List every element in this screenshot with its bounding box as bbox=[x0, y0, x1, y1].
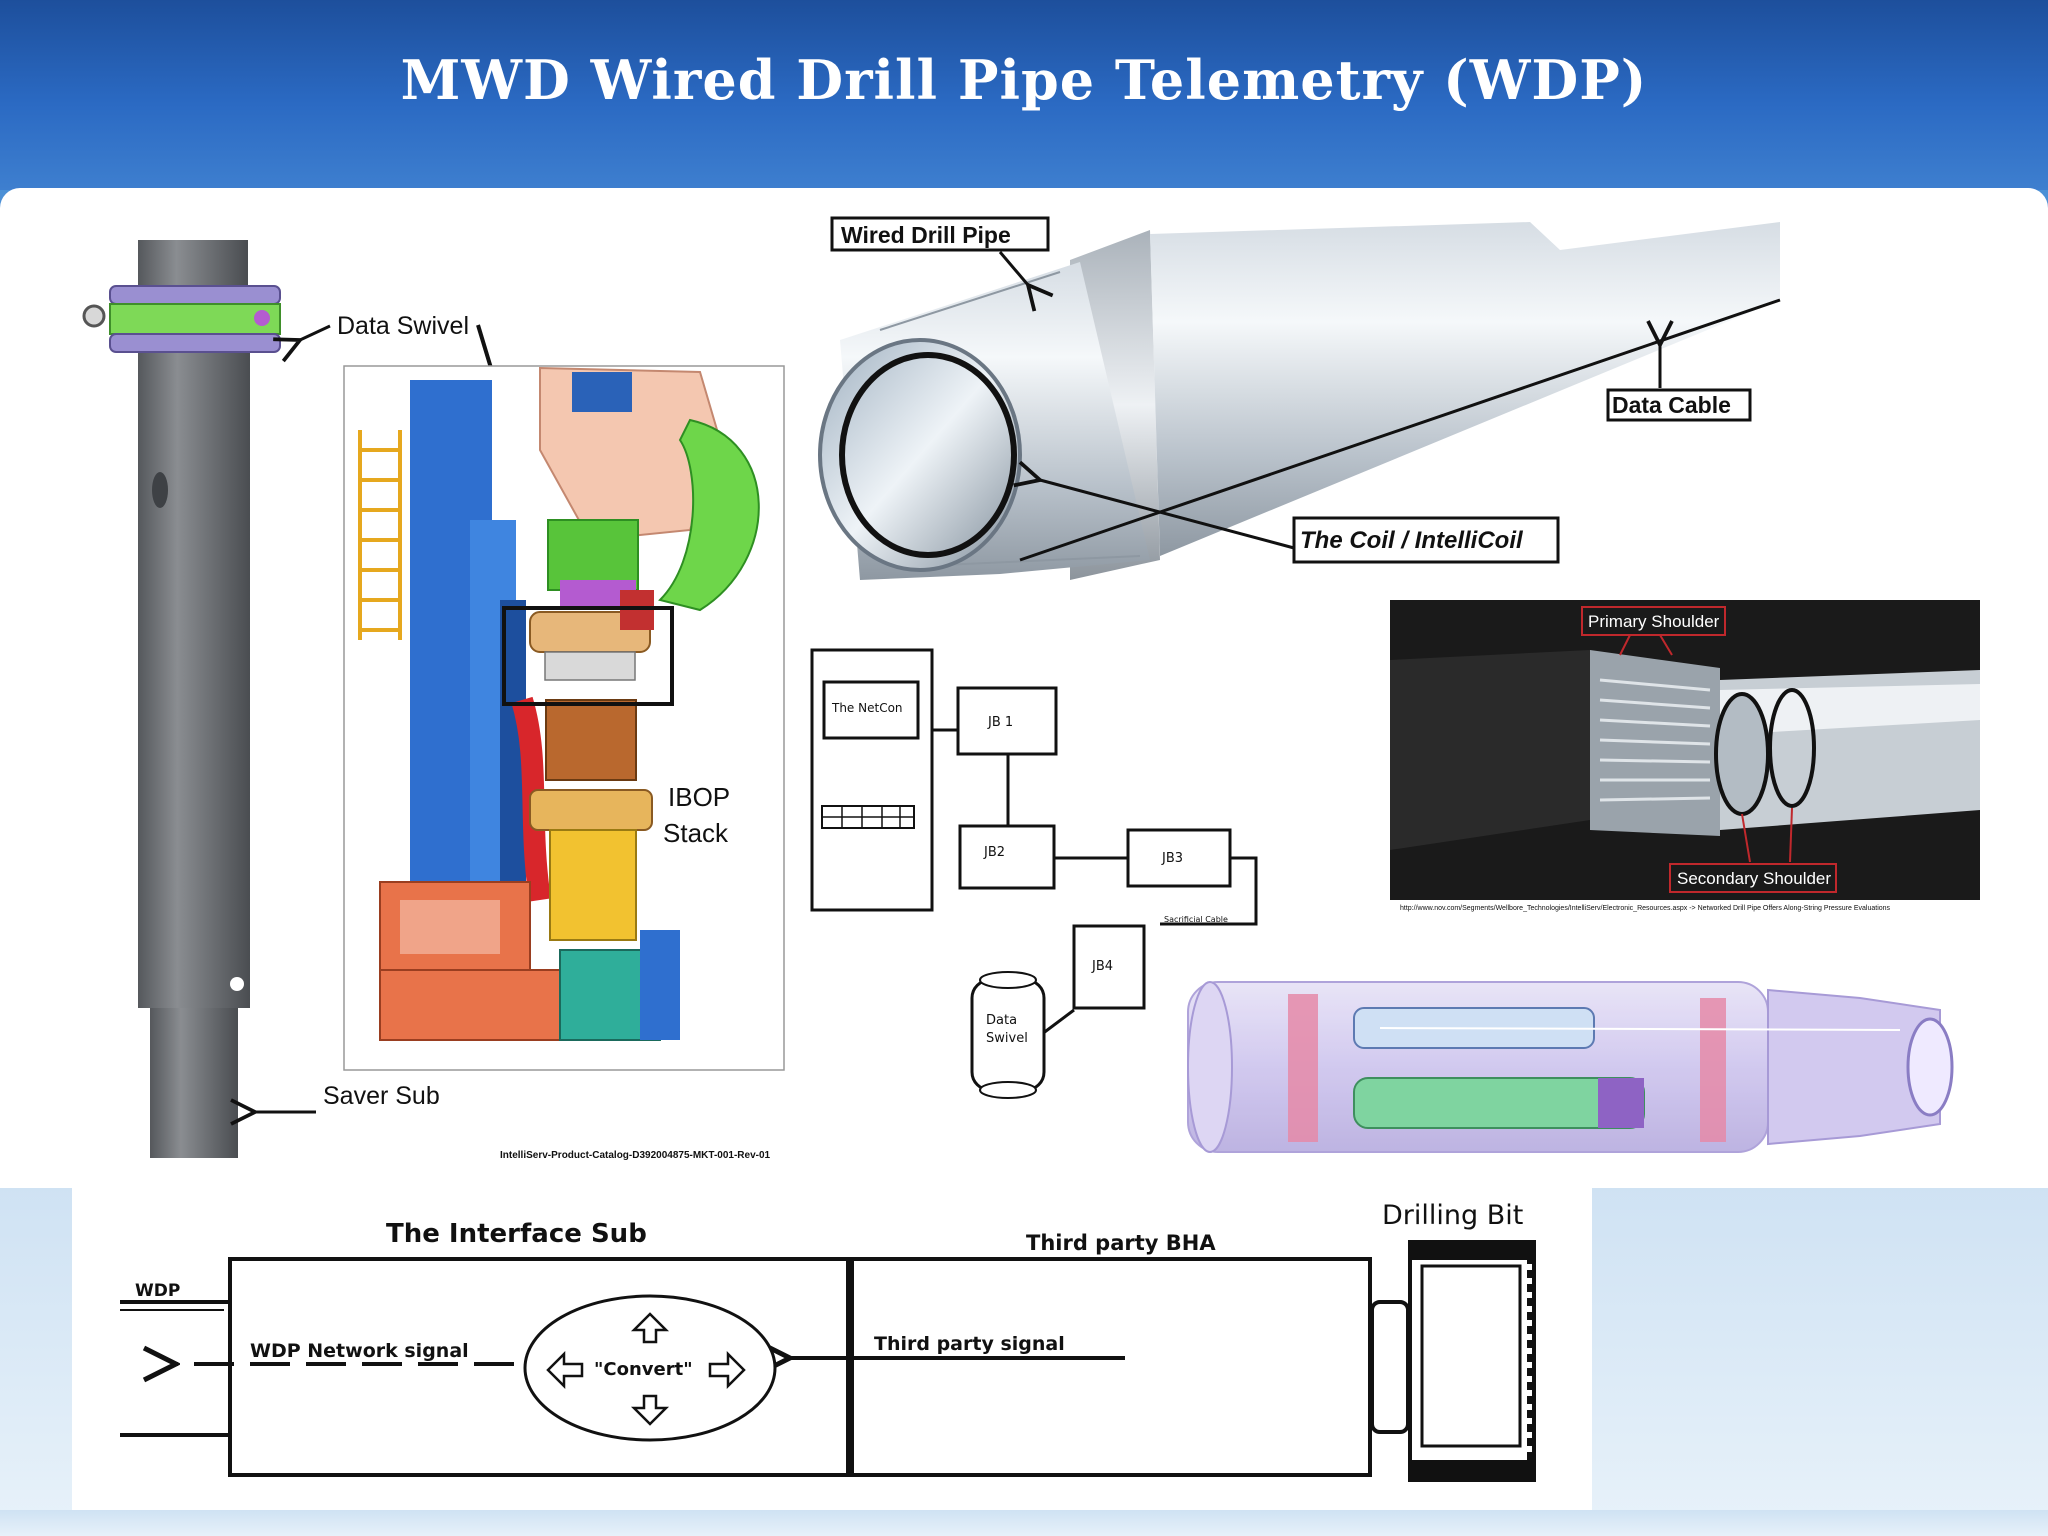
svg-text:The Coil / IntelliCoil: The Coil / IntelliCoil bbox=[1300, 527, 1524, 554]
top-drive-illustration: IBOP Stack bbox=[343, 365, 785, 1071]
convert-arrows-icon bbox=[546, 1312, 746, 1426]
svg-text:Data Cable: Data Cable bbox=[1612, 392, 1731, 418]
third-party-signal-label: Third party signal bbox=[874, 1333, 1065, 1355]
netcon-label: The NetCon bbox=[831, 701, 903, 715]
data-swivel-text-1: Data bbox=[986, 1013, 1017, 1028]
data-swivel-icon bbox=[970, 971, 1046, 1099]
secondary-shoulder-label: Secondary Shoulder bbox=[1677, 869, 1831, 888]
network-diagram bbox=[810, 648, 1232, 1010]
svg-text:Saver Sub: Saver Sub bbox=[323, 1082, 440, 1110]
wired-drill-pipe-render bbox=[818, 222, 1781, 580]
third-party-bha-label: Third party BHA bbox=[1026, 1231, 1216, 1255]
header-band bbox=[0, 0, 2048, 190]
coil-label: The Coil / IntelliCoil bbox=[1040, 480, 1560, 564]
drilling-bit-label: Drilling Bit bbox=[1382, 1200, 1523, 1231]
ladder-icon bbox=[358, 430, 402, 640]
sacrificial-cable-label: Sacrificial Cable bbox=[1164, 915, 1228, 924]
top-drive-tool bbox=[82, 240, 281, 1158]
lower-panel bbox=[72, 1188, 1592, 1510]
footer-band bbox=[0, 1510, 2048, 1536]
wdp-label: WDP bbox=[135, 1281, 180, 1301]
svg-text:Wired Drill Pipe: Wired Drill Pipe bbox=[841, 222, 1011, 248]
jb3-label: JB3 bbox=[1161, 851, 1183, 866]
network-links bbox=[932, 728, 1258, 1036]
wdp-network-signal-label: WDP Network signal bbox=[250, 1340, 469, 1362]
netcon-gridlines bbox=[822, 806, 914, 828]
jb2-label: JB2 bbox=[983, 845, 1005, 860]
shoulder-source-url: http://www.nov.com/Segments/Wellbore_Tec… bbox=[1400, 905, 1891, 912]
wired-drill-pipe-label: Wired Drill Pipe bbox=[830, 216, 1048, 285]
shoulder-photo: Primary Shoulder Secondary Shoulder bbox=[1390, 600, 1980, 900]
data-swivel-text-2: Swivel bbox=[986, 1031, 1028, 1046]
slide-title: MWD Wired Drill Pipe Telemetry (WDP) bbox=[400, 48, 1648, 112]
primary-shoulder-label: Primary Shoulder bbox=[1588, 612, 1720, 631]
interface-sub-render bbox=[1187, 981, 1954, 1153]
ibop-label-1: IBOP bbox=[668, 782, 730, 812]
interface-sub-title: The Interface Sub bbox=[386, 1219, 647, 1249]
svg-text:Data Swivel: Data Swivel bbox=[337, 312, 469, 340]
data-cable-label: Data Cable bbox=[1606, 345, 1752, 422]
ibop-label-2: Stack bbox=[663, 818, 729, 848]
convert-label: "Convert" bbox=[594, 1359, 693, 1380]
catalog-reference: IntelliServ-Product-Catalog-D392004875-M… bbox=[500, 1150, 771, 1161]
interface-schematic: The Interface Sub Third party BHA Drilli… bbox=[120, 1200, 1536, 1482]
saver-sub-label: Saver Sub bbox=[255, 1082, 440, 1112]
jb4-label: JB4 bbox=[1091, 959, 1113, 974]
jb1-label: JB 1 bbox=[987, 715, 1013, 730]
